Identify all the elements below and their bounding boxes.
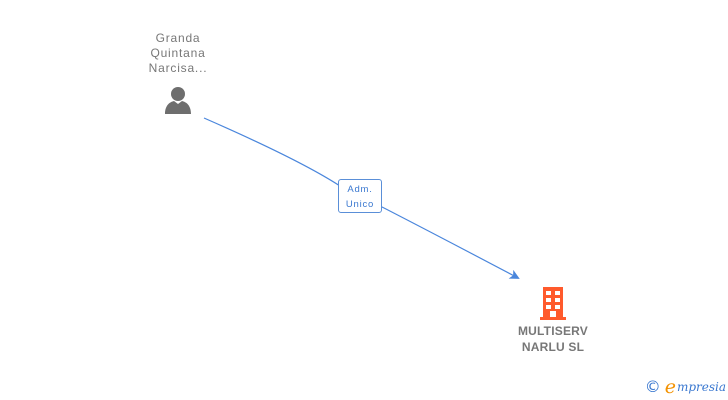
brand-name: mpresia: [676, 380, 726, 394]
edge-label-line-1: Adm.: [347, 184, 373, 195]
brand-logo-e: e: [664, 376, 676, 398]
person-name-line-2: Quintana: [150, 46, 206, 60]
company-name-line-2: NARLU SL: [521, 340, 585, 354]
empresia-brand[interactable]: © e mpresia: [645, 377, 726, 397]
edge-label-role[interactable]: Adm. Unico: [338, 179, 382, 213]
person-icon[interactable]: [163, 85, 193, 115]
company-node[interactable]: MULTISERV NARLU SL: [498, 285, 608, 355]
copyright-icon: ©: [644, 377, 661, 396]
person-name-line-3: Narcisa...: [148, 61, 208, 75]
company-name-line-1: MULTISERV: [517, 324, 589, 338]
person-name: Granda Quintana Narcisa...: [128, 31, 228, 76]
company-name: MULTISERV NARLU SL: [498, 323, 608, 355]
person-node[interactable]: Granda Quintana Narcisa...: [128, 31, 228, 115]
person-name-line-1: Granda: [155, 31, 201, 45]
edge-label-line-2: Unico: [345, 199, 375, 210]
building-icon[interactable]: [537, 285, 569, 321]
